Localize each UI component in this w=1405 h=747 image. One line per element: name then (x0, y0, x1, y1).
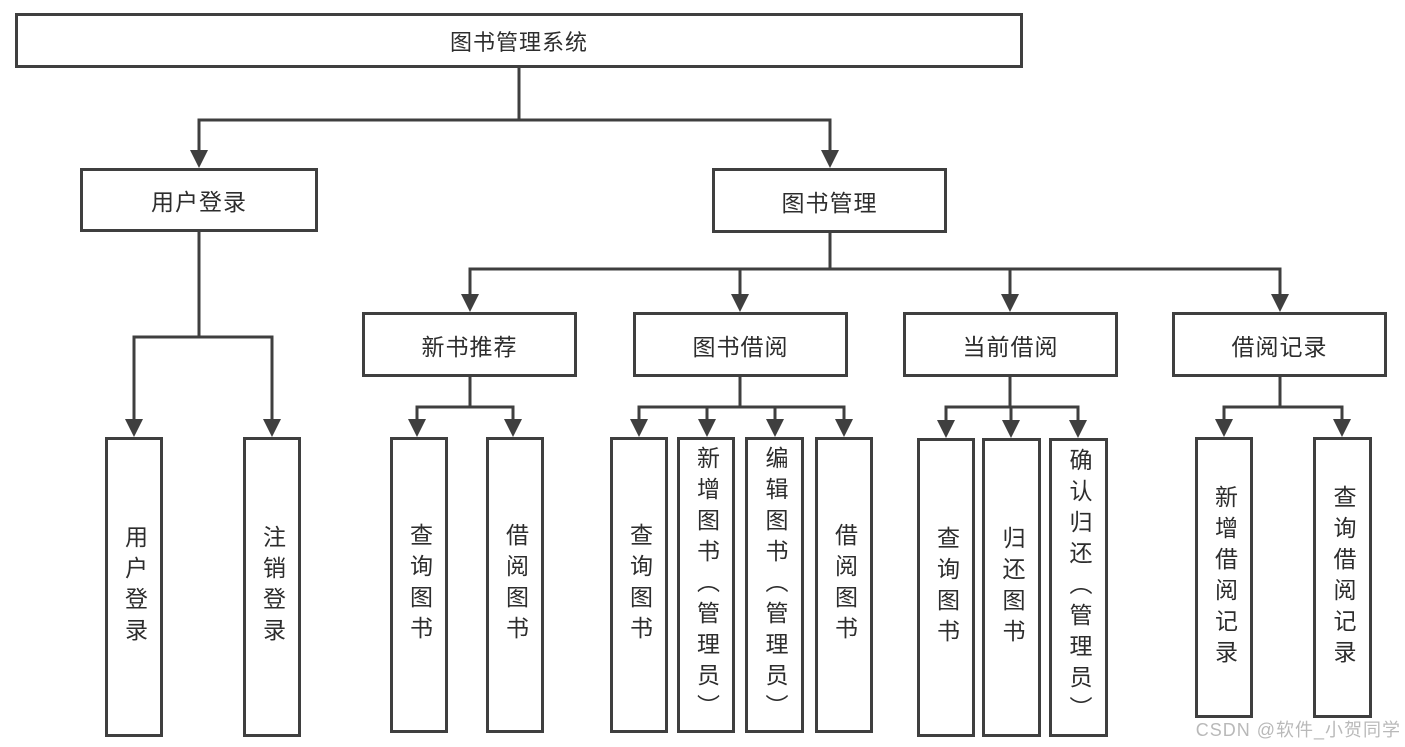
node-new-book-recommend-label: 新书推荐 (421, 333, 518, 360)
arrowheads (125, 150, 1351, 438)
node-book-management-label: 图书管理 (781, 189, 878, 216)
leaf-user-login: 用户登录 (105, 437, 163, 737)
leaf-confirm-return-admin: 确认归还（管理员） (1049, 438, 1108, 737)
leaf-query-books-recommend: 查询图书 (390, 437, 448, 733)
leaf-borrow-books-recommend: 借阅图书 (486, 437, 544, 733)
leaf-query-books-borrow: 查询图书 (610, 437, 668, 733)
node-user-login-label: 用户登录 (151, 189, 247, 215)
leaf-borrow-books: 借阅图书 (815, 437, 873, 733)
leaf-query-borrow-record: 查询借阅记录 (1313, 437, 1372, 718)
node-borrow-record-label: 借阅记录 (1231, 333, 1328, 360)
leaf-add-books-admin: 新增图书（管理员） (677, 437, 735, 733)
node-root: 图书管理系统 (15, 13, 1023, 68)
node-new-book-recommend: 新书推荐 (362, 312, 577, 377)
node-book-borrow-label: 图书借阅 (692, 333, 789, 360)
node-current-borrow: 当前借阅 (903, 312, 1118, 377)
node-book-management: 图书管理 (712, 168, 947, 233)
node-root-label: 图书管理系统 (449, 29, 588, 55)
node-book-borrow: 图书借阅 (633, 312, 848, 377)
csdn-watermark: CSDN @软件_小贺同学 (1195, 720, 1401, 740)
node-user-login: 用户登录 (80, 168, 318, 232)
leaf-add-borrow-record: 新增借阅记录 (1195, 437, 1253, 718)
leaf-edit-books-admin: 编辑图书（管理员） (745, 437, 804, 733)
node-current-borrow-label: 当前借阅 (962, 333, 1059, 360)
leaf-query-books-current: 查询图书 (917, 438, 975, 737)
leaf-logout: 注销登录 (243, 437, 301, 737)
leaf-return-books: 归还图书 (982, 438, 1041, 737)
node-borrow-record: 借阅记录 (1172, 312, 1387, 377)
